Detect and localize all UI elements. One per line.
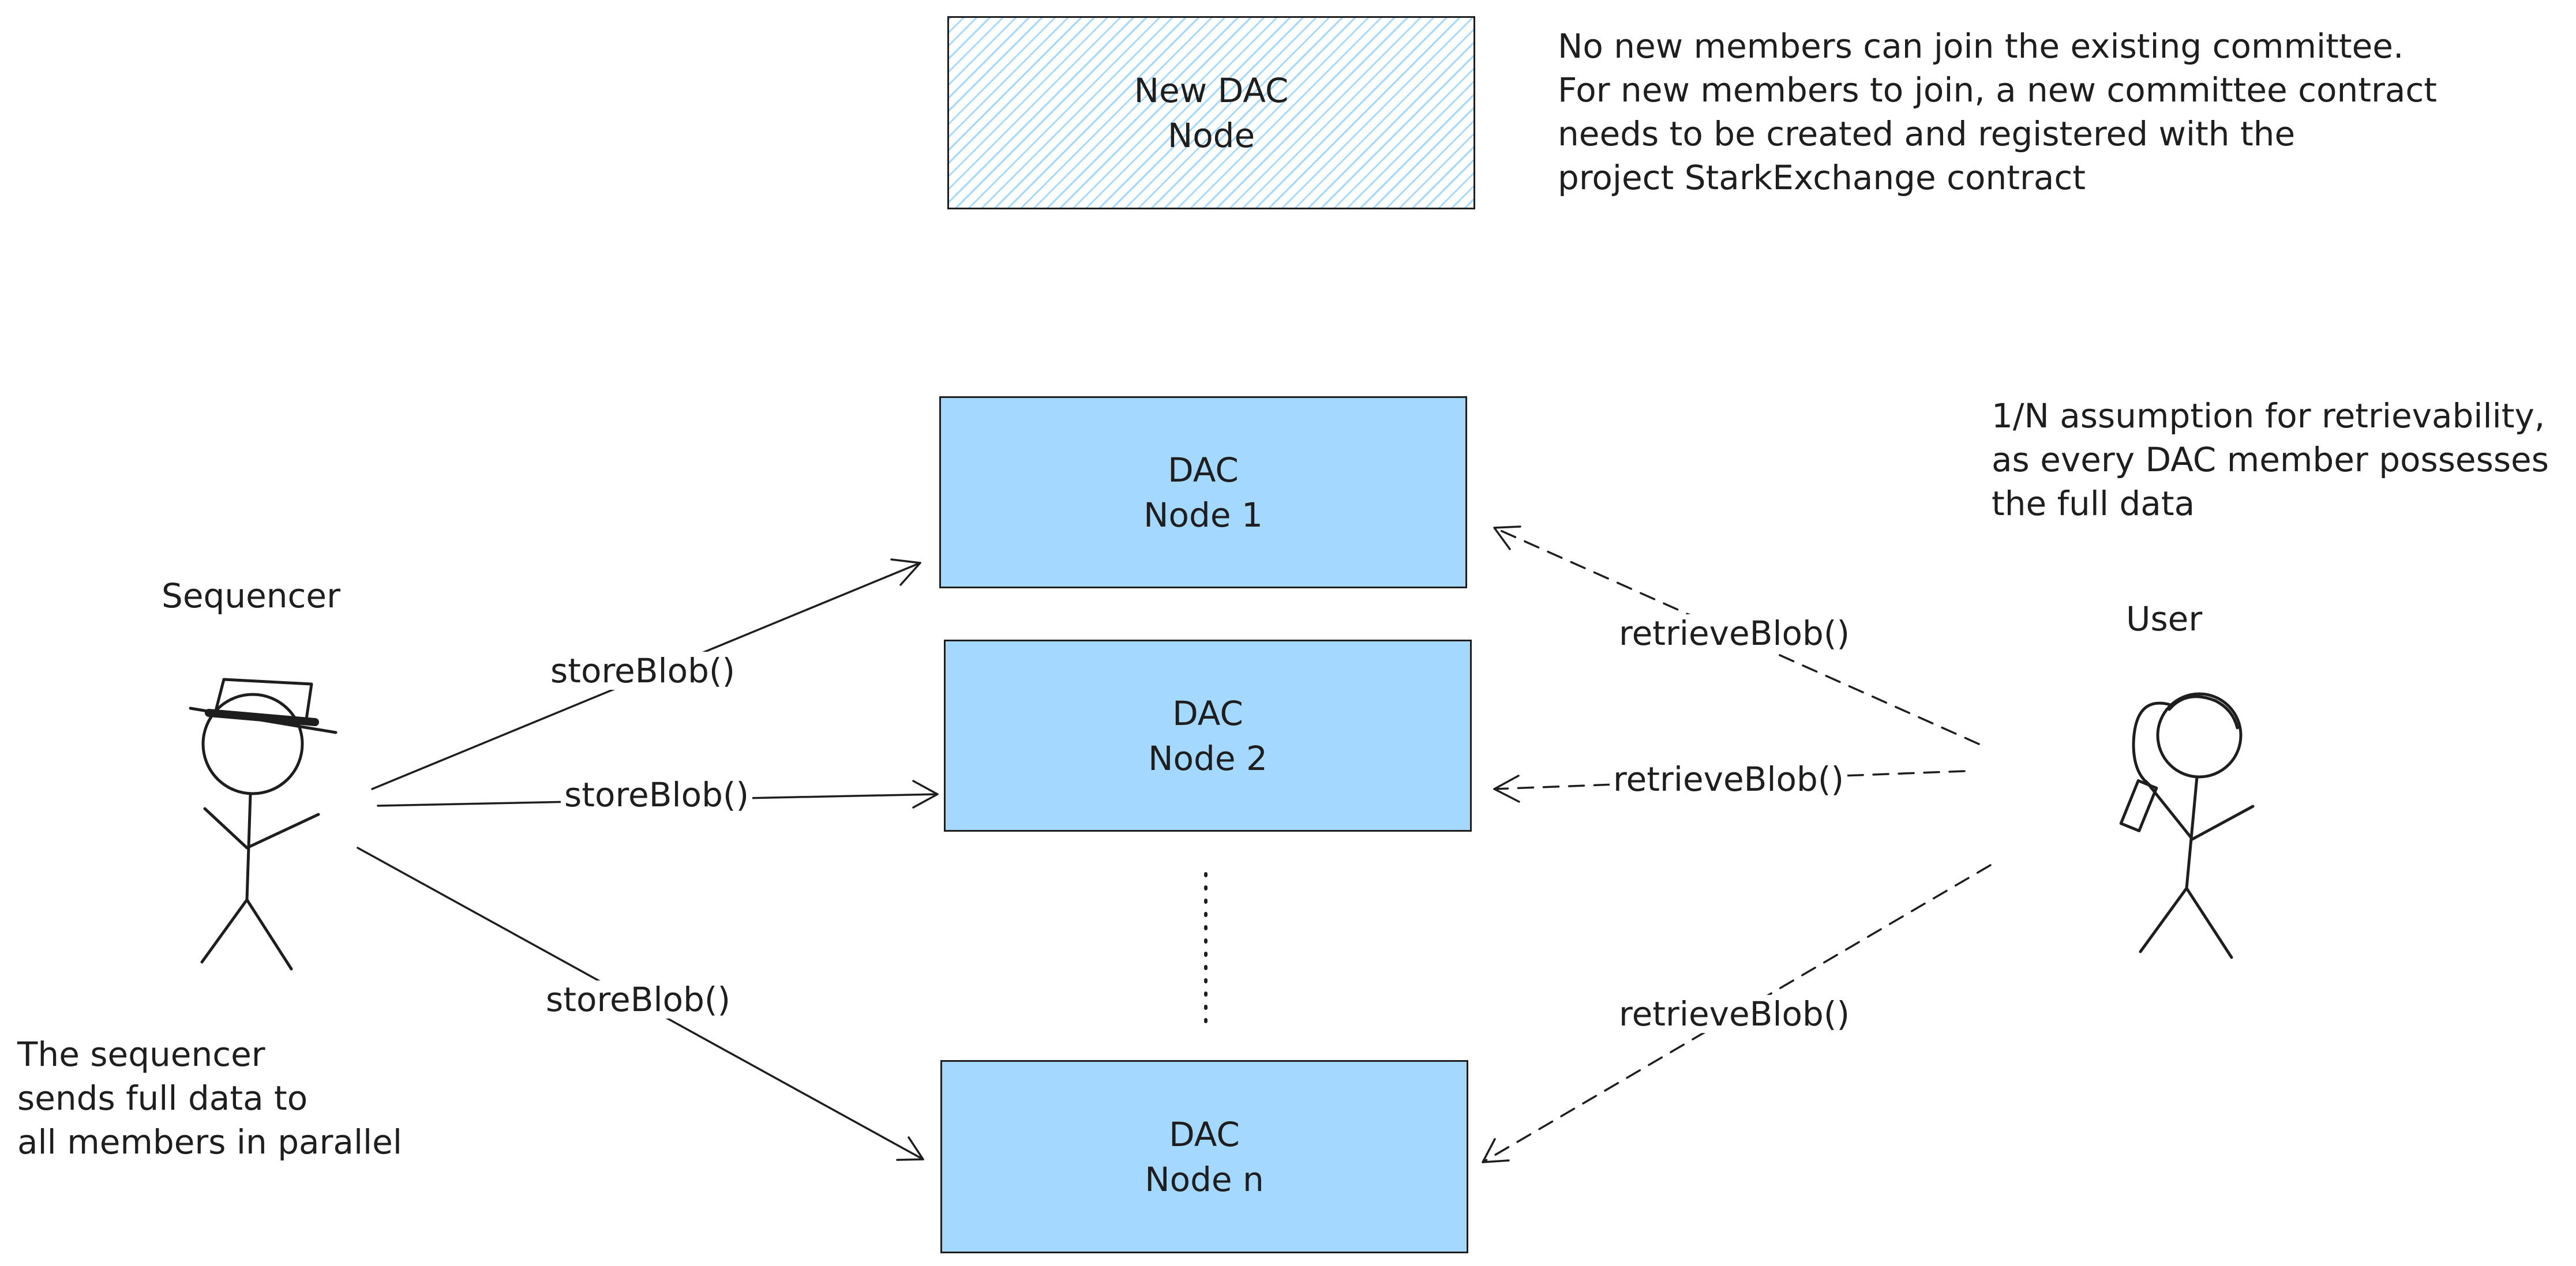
retrieve-blob-label-noden: retrieveBlob() bbox=[1615, 995, 1854, 1033]
sequencer-figure-icon bbox=[189, 678, 338, 971]
committee-note: No new members can join the existing com… bbox=[1558, 24, 2437, 200]
retrievability-note-line: as every DAC member possesses bbox=[1992, 440, 2549, 479]
dac-node-n-line1: DAC bbox=[1169, 1114, 1240, 1154]
dac-node-1: DAC Node 1 bbox=[939, 396, 1467, 588]
dac-node-n: DAC Node n bbox=[940, 1060, 1468, 1253]
committee-note-line: project StarkExchange contract bbox=[1558, 158, 2086, 197]
retrieve-arrowhead-node2 bbox=[1493, 775, 1520, 803]
sequencer-note-line: sends full data to bbox=[17, 1079, 308, 1118]
dac-node-1-line2: Node 1 bbox=[1143, 495, 1263, 535]
sequencer-note-line: The sequencer bbox=[17, 1035, 265, 1074]
user-label: User bbox=[2126, 599, 2203, 638]
new-dac-node-line2: Node bbox=[1167, 115, 1255, 155]
store-blob-label-node2: storeBlob() bbox=[561, 776, 753, 814]
dac-node-2: DAC Node 2 bbox=[944, 640, 1472, 832]
retrievability-note-line: 1/N assumption for retrievability, bbox=[1992, 396, 2545, 435]
retrieve-blob-label-node2: retrieveBlob() bbox=[1610, 760, 1848, 798]
committee-note-line: For new members to join, a new committee… bbox=[1558, 70, 2438, 110]
store-blob-label-noden: storeBlob() bbox=[542, 981, 734, 1019]
new-dac-node-line1: New DAC bbox=[1134, 70, 1289, 110]
dac-node-1-line1: DAC bbox=[1168, 450, 1239, 490]
committee-note-line: needs to be created and registered with … bbox=[1558, 114, 2296, 153]
user-figure-icon bbox=[2119, 692, 2255, 959]
committee-note-line: No new members can join the existing com… bbox=[1558, 27, 2404, 66]
sequencer-note: The sequencer sends full data to all mem… bbox=[17, 1032, 402, 1164]
store-blob-label-node1: storeBlob() bbox=[547, 652, 739, 690]
dac-node-2-line2: Node 2 bbox=[1148, 738, 1268, 778]
retrieve-arrowhead-node1 bbox=[1493, 525, 1521, 550]
retrieve-arrowhead-noden bbox=[1482, 1138, 1510, 1163]
retrievability-note: 1/N assumption for retrievability, as ev… bbox=[1992, 394, 2549, 525]
sequencer-label: Sequencer bbox=[162, 576, 340, 615]
retrievability-note-line: the full data bbox=[1992, 484, 2195, 523]
retrieve-blob-label-node1: retrieveBlob() bbox=[1615, 614, 1854, 652]
new-dac-node: New DAC Node bbox=[947, 16, 1475, 209]
dac-node-n-line2: Node n bbox=[1145, 1159, 1264, 1199]
sequencer-note-line: all members in parallel bbox=[17, 1122, 402, 1162]
dac-node-2-line1: DAC bbox=[1172, 693, 1243, 733]
